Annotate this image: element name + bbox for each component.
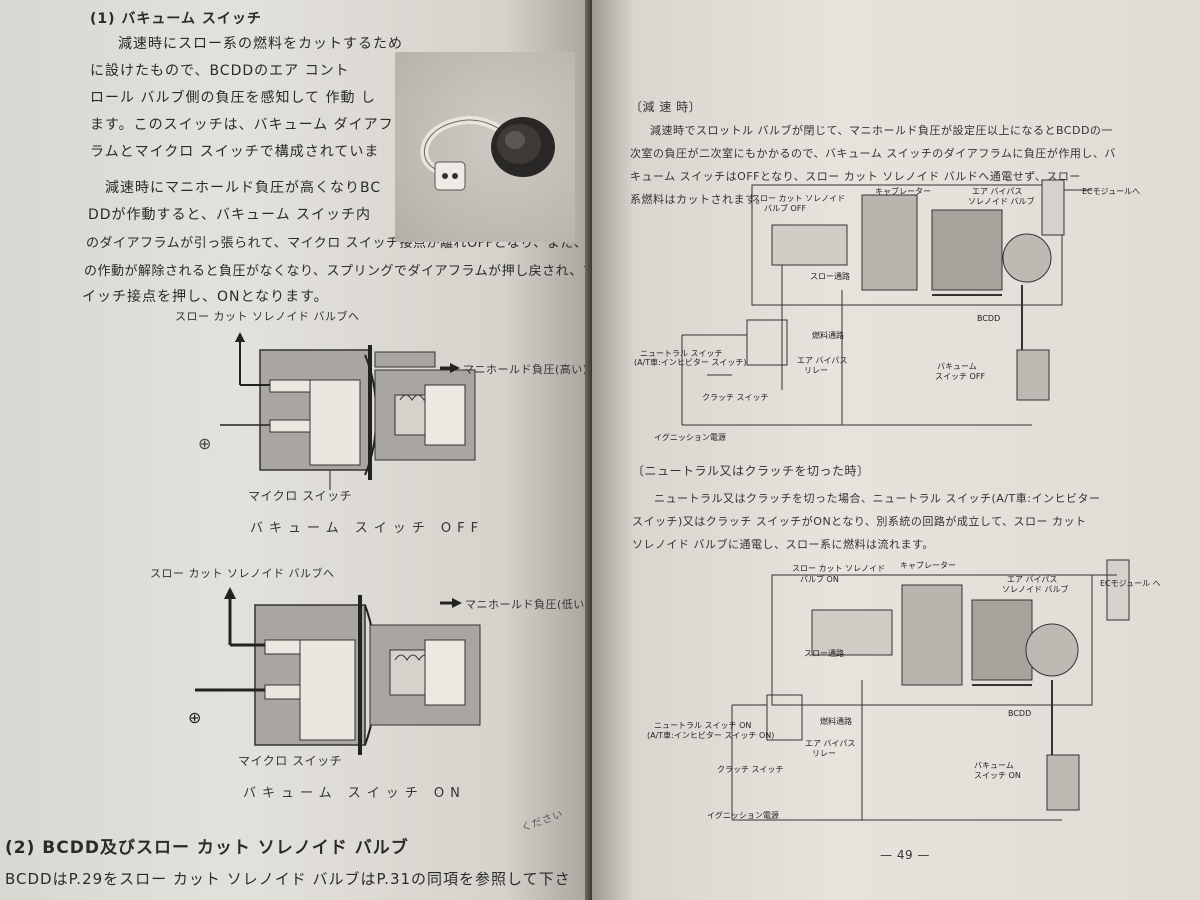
margin-note: ください (520, 808, 566, 835)
plus-terminal: ⊕ (188, 708, 203, 727)
d1-clutch-switch-label: クラッチ スイッチ (702, 393, 769, 402)
d1-relay-label2: リレー (804, 366, 828, 375)
vacuum-switch-on-diagram (195, 587, 481, 755)
deceleration-circuit-diagram (681, 179, 1092, 426)
d2-solenoid-label: スロー カット ソレノイド (792, 564, 886, 573)
d1-ec-module-label: ECモジュールへ (1082, 187, 1141, 196)
d1-air-bypass-label: エア バイパス (972, 187, 1023, 196)
d1-relay-label: エア バイパス (797, 356, 848, 365)
d2-ec-module-label: ECモジュール へ (1100, 579, 1161, 588)
d1-air-bypass-label2: ソレノイド バルブ (968, 197, 1035, 206)
d2-relay-label: エア バイパス (805, 739, 856, 748)
page-number: — 49 — (880, 848, 930, 862)
deceleration-line: 次室の負圧が二次室にもかかるので、バキューム スイッチのダイアフラムに負圧が作用… (630, 147, 1116, 160)
left-page: (1) バキューム スイッチ 減速時にスロー系の燃料をカットするため に設けたも… (0, 0, 590, 900)
para1-line: ラムとマイクロ スイッチで構成されていま (90, 144, 380, 160)
d1-neutral-switch-label: ニュートラル スイッチ (640, 349, 723, 358)
d2-clutch-switch-label: クラッチ スイッチ (717, 765, 784, 774)
para2-line: DDが作動すると、バキューム スイッチ内 (88, 207, 372, 223)
d1-slow-passage-label: スロー通路 (810, 272, 850, 281)
diagram-on-manifold-label: マニホールド負圧(低い) (465, 598, 590, 611)
neutral-line: ソレノイド バルブに通電し、スロー系に燃料は流れます。 (632, 538, 934, 551)
neutral-line: ニュートラル又はクラッチを切った場合、ニュートラル スイッチ(A/T車:インヒビ… (654, 492, 1101, 505)
para1-line: ロール バルブ側の負圧を感知して 作動 し (90, 90, 376, 106)
d2-relay-label2: リレー (812, 749, 836, 758)
d2-air-bypass-label: エア バイパス (1007, 575, 1058, 584)
d1-ignition-label: イグニッション電源 (654, 433, 726, 442)
d2-air-bypass-label2: ソレノイド バルブ (1002, 585, 1069, 594)
d1-solenoid-state: バルブ OFF (764, 204, 807, 213)
para1-line: 減速時にスロー系の燃料をカットするため (118, 36, 403, 52)
deceleration-title: 〔減 速 時〕 (630, 100, 702, 114)
d1-solenoid-label: スロー カット ソレノイド (752, 194, 846, 203)
diagram-off-caption: バキューム スイッチ OFF (250, 521, 485, 536)
d1-vacuum-switch-state: スイッチ OFF (935, 372, 986, 381)
vacuum-switch-photo (395, 52, 575, 242)
diagram-off-top-label: スロー カット ソレノイド バルブへ (175, 310, 360, 323)
d1-fuel-passage-label: 燃料通路 (812, 331, 844, 340)
section1-title: (1) バキューム スイッチ (90, 11, 262, 27)
d2-neutral-switch-label: ニュートラル スイッチ ON (654, 721, 752, 730)
vacuum-switch-off-diagram (220, 332, 476, 490)
para2-line: 減速時にマニホールド負圧が高くなりBC (105, 180, 382, 196)
neutral-line: スイッチ)又はクラッチ スイッチがONとなり、別系統の回路が成立して、スロー カ… (632, 515, 1087, 528)
para1-line: に設けたもので、BCDDのエア コント (90, 63, 350, 79)
para2-line: イッチ接点を押し、ONとなります。 (82, 289, 329, 305)
d2-solenoid-state: バルブ ON (800, 575, 839, 584)
diagram-off-manifold-label: マニホールド負圧(高い) (463, 363, 588, 376)
deceleration-line: 系燃料はカットされます。 (630, 193, 767, 206)
right-page: 〔減 速 時〕 減速時でスロットル バルブが閉じて、マニホールド負圧が設定圧以上… (592, 0, 1200, 900)
deceleration-line: 減速時でスロットル バルブが閉じて、マニホールド負圧が設定圧以上になるとBCDD… (650, 124, 1113, 137)
section2-title: (2) BCDD及びスロー カット ソレノイド バルブ (5, 838, 409, 858)
d2-vacuum-switch-label: バキューム (974, 761, 1014, 770)
d2-fuel-passage-label: 燃料通路 (820, 717, 852, 726)
diagram-on-switch-label: マイクロ スイッチ (238, 754, 343, 768)
d2-ignition-label: イグニッション電源 (707, 811, 779, 820)
para1-line: ます。このスイッチは、バキューム ダイアフ (90, 117, 394, 133)
d1-carburetor-label: キャブレーター (875, 187, 931, 196)
d2-bcdd-label: BCDD (1008, 709, 1032, 718)
d1-vacuum-switch-label: バキューム (937, 362, 977, 371)
para2-line: の作動が解除されると負圧がなくなり、スプリングでダイアフラムが押し戻され、マイク (84, 264, 590, 279)
deceleration-line: キューム スイッチはOFFとなり、スロー カット ソレノイド バルドへ通電せず、… (630, 170, 1081, 183)
diagram-on-caption: バキューム スイッチ ON (243, 786, 466, 801)
d1-inhibitor-label: (A/T車:インヒビター スイッチ) (634, 358, 747, 367)
d2-inhibitor-label: (A/T車:インヒビター スイッチ ON) (647, 731, 775, 740)
section2-text: BCDDはP.29をスロー カット ソレノイド バルブはP.31の同項を参照して… (5, 870, 571, 888)
neutral-title: 〔ニュートラル又はクラッチを切った時〕 (632, 464, 870, 478)
d2-carburetor-label: キャブレーター (900, 561, 956, 570)
diagram-on-top-label: スロー カット ソレノイド バルブへ (150, 567, 335, 580)
diagram-off-switch-label: マイクロ スイッチ (248, 489, 353, 503)
d2-slow-passage-label: スロー通路 (804, 649, 844, 658)
d1-bcdd-label: BCDD (977, 314, 1001, 323)
d2-vacuum-switch-state: スイッチ ON (974, 771, 1021, 780)
neutral-clutch-circuit-diagram (731, 559, 1130, 821)
plus-terminal: ⊕ (198, 434, 213, 453)
